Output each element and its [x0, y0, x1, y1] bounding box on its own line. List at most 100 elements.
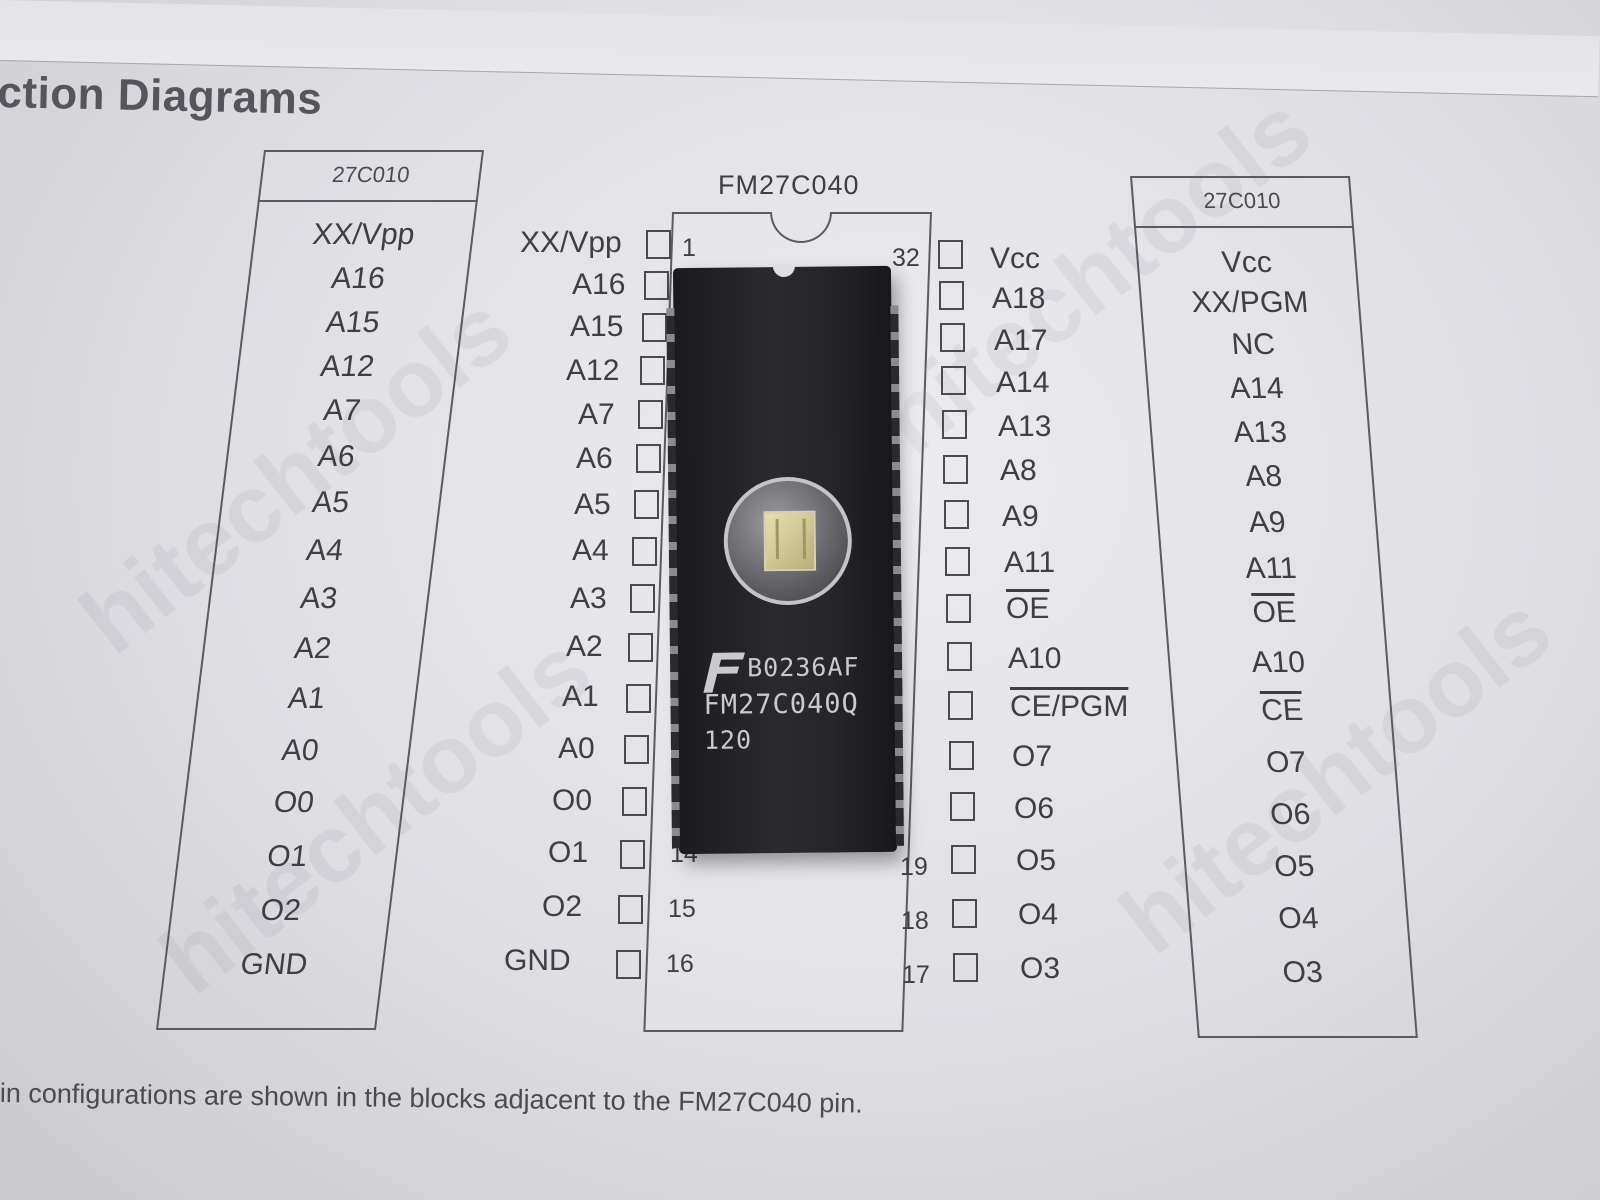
pin-label: A2 — [292, 632, 334, 665]
pin-label: A1 — [286, 682, 328, 715]
pin-box — [945, 547, 970, 576]
pin-box — [630, 584, 655, 613]
pin-label-oe: OE — [1006, 592, 1050, 625]
pin-box — [616, 950, 641, 979]
pin-label-oe: OE — [1251, 596, 1298, 629]
pin-box — [948, 691, 973, 720]
pin-label: A7 — [578, 398, 615, 431]
pin-label: A12 — [566, 354, 620, 387]
pin-label: A0 — [279, 734, 321, 767]
pin-label: GND — [238, 948, 310, 981]
pin-box — [624, 735, 649, 764]
pin-label: O6 — [1268, 798, 1312, 831]
pin-label: O3 — [1281, 956, 1325, 989]
fairchild-logo-icon — [703, 652, 745, 693]
pin-number: 19 — [900, 853, 928, 881]
pin-label: O1 — [548, 836, 589, 869]
pin-label: A8 — [1000, 454, 1037, 487]
pin-label: O4 — [1277, 902, 1320, 935]
pin-label: A5 — [574, 488, 611, 521]
pin-box — [938, 240, 963, 269]
chip-marking-line1: B0236AF — [746, 652, 860, 683]
pin-label: Vcc — [1220, 246, 1274, 279]
section-title: ction Diagrams — [0, 68, 323, 124]
chip-notch — [772, 264, 796, 278]
pin-box — [636, 444, 661, 473]
pin-number: 16 — [666, 950, 694, 978]
pin-label: A12 — [318, 350, 377, 383]
pin-label: A15 — [570, 310, 624, 343]
pin-box — [646, 230, 671, 259]
chip-marking-line2: FM27C040Q — [703, 688, 859, 721]
pin-box — [944, 500, 969, 529]
pin-label: A4 — [572, 534, 609, 567]
pin-label: A13 — [998, 410, 1052, 443]
pin-box — [628, 633, 653, 662]
pin-label: A3 — [298, 582, 340, 615]
pin-label-ce: CE — [1259, 694, 1305, 727]
pin-label: A5 — [310, 486, 352, 519]
pin-box — [939, 281, 964, 310]
pin-box — [626, 684, 651, 713]
pin-label: XX/PGM — [1190, 286, 1310, 319]
pin-box — [638, 400, 663, 429]
pin-box — [640, 356, 665, 385]
pin-label: A10 — [1008, 642, 1062, 675]
pin-box — [644, 271, 669, 300]
pin-label: A6 — [576, 442, 613, 475]
pin-box — [940, 323, 965, 352]
pin-label: A9 — [1247, 506, 1287, 539]
pin-label: A15 — [324, 306, 382, 339]
pin-label: O0 — [271, 786, 316, 819]
figure-caption: in configurations are shown in the block… — [0, 1078, 863, 1119]
pin-label: A8 — [1243, 460, 1284, 493]
pin-box — [950, 792, 975, 821]
pin-label: O2 — [542, 890, 583, 923]
pin-box — [632, 537, 657, 566]
pin-box — [947, 642, 972, 671]
pin-label: GND — [504, 944, 571, 977]
pin-box — [952, 899, 977, 928]
pin-box — [620, 840, 645, 869]
pin-label: A3 — [570, 582, 607, 615]
chip-marking-line3: 120 — [703, 725, 753, 755]
block-title: 27C010 — [1130, 176, 1355, 228]
pin-label: O7 — [1264, 746, 1308, 779]
pin-label: Vcc — [990, 242, 1041, 275]
pin-label: XX/Vpp — [520, 226, 622, 259]
pin-number: 18 — [901, 907, 929, 935]
pin-number: 15 — [668, 895, 696, 923]
pin-label: A13 — [1232, 416, 1289, 449]
pin-label: A16 — [572, 268, 626, 301]
pin-label: NC — [1230, 328, 1277, 361]
pin-label: O6 — [1014, 792, 1055, 825]
pin-box — [941, 366, 966, 395]
pin-box — [943, 455, 968, 484]
pin-box — [951, 845, 976, 874]
pin-box — [634, 490, 659, 519]
pin-label: A16 — [329, 262, 387, 295]
pin-number: 1 — [682, 234, 696, 262]
pin-label: A2 — [566, 630, 603, 663]
pin-box — [949, 741, 974, 770]
pin-label: A14 — [1228, 372, 1285, 405]
pin-label: A11 — [1004, 546, 1056, 579]
pin-label: A0 — [558, 732, 595, 765]
pin-label-ce-pgm: CE/PGM — [1010, 690, 1129, 723]
pin-box — [942, 410, 967, 439]
pin-box — [622, 787, 647, 816]
right-27c010-block: 27C010 Vcc XX/PGM NC A14 A13 A8 A9 A11 O… — [1130, 176, 1418, 1038]
dip-title: FM27C040 — [718, 170, 860, 200]
pin-label: A10 — [1250, 646, 1307, 679]
pin-box — [946, 594, 971, 623]
silicon-die — [763, 510, 817, 572]
pin-number: 17 — [902, 961, 930, 989]
pin-label: O7 — [1012, 740, 1053, 773]
pin-label: A11 — [1244, 552, 1298, 585]
block-title: 27C010 — [257, 150, 484, 202]
left-27c010-block: 27C010 XX/Vpp A16 A15 A12 A7 A6 A5 A4 A3… — [155, 150, 484, 1030]
pin-box — [618, 895, 643, 924]
pin-label: A9 — [1002, 500, 1039, 533]
pin-label: A14 — [996, 366, 1050, 399]
pin-label: O1 — [265, 840, 310, 873]
